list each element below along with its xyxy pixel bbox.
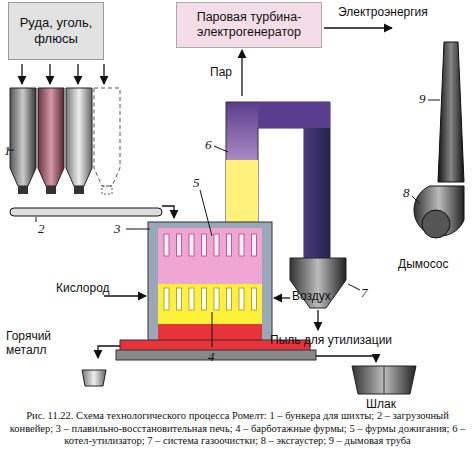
flow-label: Пыль для утилизации	[270, 334, 400, 348]
callout-number: 8	[403, 186, 410, 201]
callout-number: 4	[208, 350, 215, 365]
callout-number: 3	[114, 222, 121, 237]
callout-number: 1	[4, 144, 11, 159]
flow-label: Воздух	[292, 290, 352, 304]
callout-number: 6	[205, 138, 212, 153]
figure-caption: Рис. 11.22. Схема технологического проце…	[6, 410, 469, 448]
callout-number: 2	[38, 222, 45, 237]
flow-label: Горячий металл	[6, 330, 70, 358]
flow-label: Электроэнергия	[338, 6, 458, 20]
callout-number: 9	[419, 92, 426, 107]
box-text: Руда, уголь, флюсы	[14, 15, 98, 46]
box-text: Паровая турбина-электрогенератор	[182, 10, 316, 40]
flow-label: Пар	[210, 66, 250, 80]
process-box: Паровая турбина-электрогенератор	[176, 2, 322, 48]
callout-number: 5	[193, 176, 200, 191]
part-label: Дымосос	[398, 258, 468, 272]
flow-label: Шлак	[366, 398, 416, 412]
process-box: Руда, уголь, флюсы	[8, 2, 104, 60]
callout-number: 7	[361, 286, 368, 301]
flow-label: Кислород	[56, 282, 126, 296]
